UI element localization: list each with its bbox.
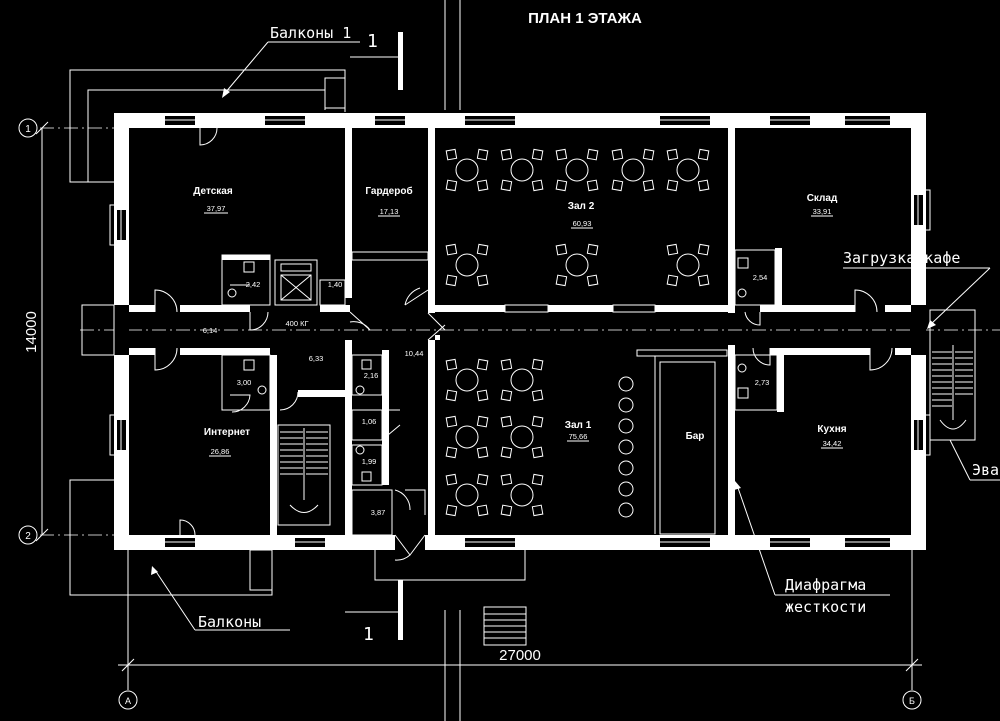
area-10-44: 10,44 <box>405 349 424 358</box>
callout-diaphragm-1: Диафрагма <box>785 576 866 594</box>
wall-north <box>114 113 926 128</box>
section-label-bottom: 1 <box>363 624 374 645</box>
axis-label-1: 1 <box>25 124 31 135</box>
dim-height: 14000 <box>23 311 40 353</box>
zal1-tables <box>445 358 544 517</box>
area-6-14: 6,14 <box>203 326 218 335</box>
stair-right <box>929 309 976 441</box>
elevator-shaft <box>274 259 318 306</box>
callout-evac: Эвак <box>972 461 1000 479</box>
room-name-kuhnya: Кухня <box>817 424 846 435</box>
area-2-54: 2,54 <box>753 273 768 282</box>
room-name-garderob: Гардероб <box>365 185 412 197</box>
bar-counter-top <box>636 349 728 357</box>
axis-marker-1 <box>18 118 38 138</box>
bar-counter <box>659 361 716 535</box>
room-area-detskaya: 37,97 <box>207 204 226 213</box>
area-1-99: 1,99 <box>362 457 377 466</box>
west-vestibule <box>81 304 115 356</box>
entrance-platform <box>374 550 526 581</box>
plan-title: ПЛАН 1 ЭТАЖА <box>528 10 642 27</box>
area-1-06: 1,06 <box>362 417 377 426</box>
area-2-16: 2,16 <box>364 371 379 380</box>
room-area-kuhnya: 34,42 <box>823 439 842 448</box>
room-name-zal1: Зал 1 <box>565 420 592 431</box>
room-area-internet: 26,86 <box>211 447 230 456</box>
section-mark-top <box>398 32 403 90</box>
room-area-sklad: 33,91 <box>813 207 832 216</box>
section-mark-bottom <box>398 580 403 640</box>
room-name-internet: Интернет <box>204 427 250 438</box>
callout-balconies-bottom: Балконы <box>198 613 261 631</box>
area-3-87: 3,87 <box>371 508 386 517</box>
room-name-sklad: Склад <box>807 193 838 204</box>
room-name-zal2: Зал 2 <box>568 201 595 212</box>
area-3-00: 3,00 <box>237 378 252 387</box>
section-label-top: 1 <box>367 31 378 52</box>
callout-diaphragm-2: жесткости <box>785 598 866 616</box>
axis-label-a: А <box>125 696 131 706</box>
axis-label-b: Б <box>909 696 915 706</box>
area-1-40: 1,40 <box>328 280 343 289</box>
stair-left <box>277 424 331 526</box>
axis-marker-b <box>902 690 922 710</box>
callout-loading: Загрузка кафе <box>843 249 960 267</box>
room-name-detskaya: Детская <box>193 186 233 197</box>
area-2-42: 2,42 <box>246 280 261 289</box>
wc-left-center <box>221 354 271 411</box>
room-name-bar: Бар <box>686 431 705 442</box>
room-area-garderob: 17,13 <box>380 207 399 216</box>
area-2-73: 2,73 <box>755 378 770 387</box>
room-area-zal1: 75,66 <box>569 432 588 441</box>
zal2-tables <box>445 148 710 287</box>
axis-marker-2 <box>18 525 38 545</box>
callout-balconies-top: Балконы 1 <box>270 24 351 42</box>
area-6-33: 6,33 <box>309 354 324 363</box>
room-area-zal2: 60,93 <box>573 219 592 228</box>
elevator-load: 400 КГ <box>285 319 308 328</box>
axis-label-2: 2 <box>25 531 31 542</box>
axis-marker-a <box>118 690 138 710</box>
dim-width: 27000 <box>499 647 541 664</box>
